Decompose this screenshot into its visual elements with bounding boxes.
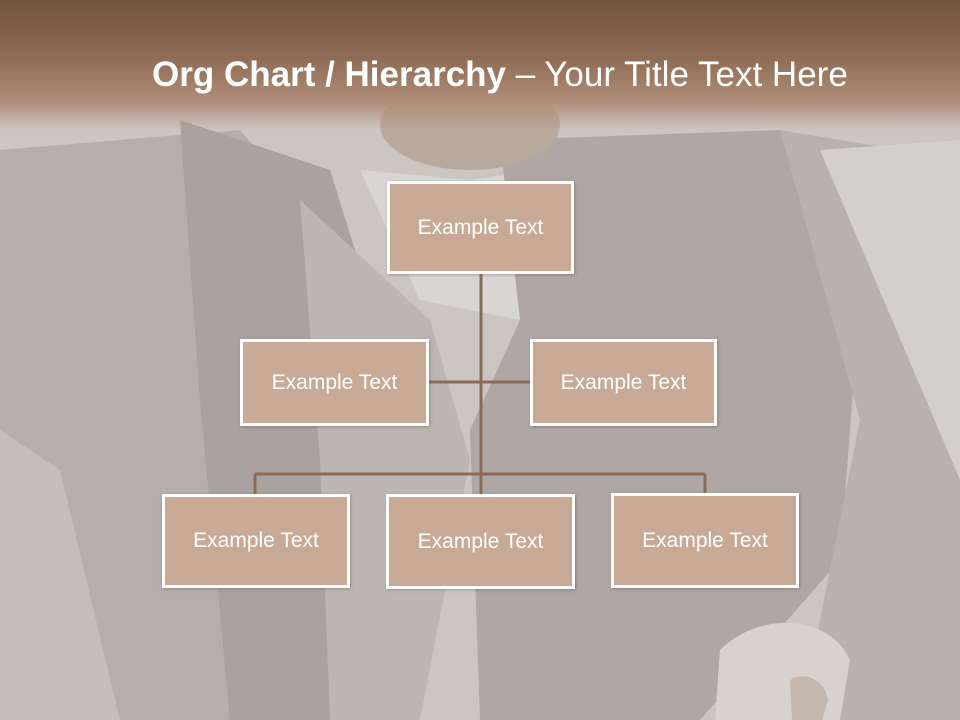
org-node-label: Example Text <box>560 370 687 394</box>
page-title: Org Chart / Hierarchy – Your Title Text … <box>152 52 932 98</box>
title-bold: Org Chart / Hierarchy <box>152 55 506 94</box>
org-node-label: Example Text <box>417 215 544 239</box>
org-node-label: Example Text <box>417 529 544 553</box>
org-node-sub-right[interactable]: Example Text <box>611 493 799 588</box>
header-band <box>0 0 960 130</box>
title-subtitle: Your Title Text Here <box>544 55 848 94</box>
org-node-assistant-left[interactable]: Example Text <box>240 339 429 426</box>
org-node-assistant-right[interactable]: Example Text <box>530 339 717 426</box>
org-node-root[interactable]: Example Text <box>387 181 574 274</box>
org-node-label: Example Text <box>642 528 768 552</box>
org-node-sub-left[interactable]: Example Text <box>162 494 350 588</box>
org-node-sub-center[interactable]: Example Text <box>386 494 575 589</box>
org-node-label: Example Text <box>193 529 319 552</box>
org-node-label: Example Text <box>271 370 398 394</box>
title-dash: – <box>506 55 545 94</box>
